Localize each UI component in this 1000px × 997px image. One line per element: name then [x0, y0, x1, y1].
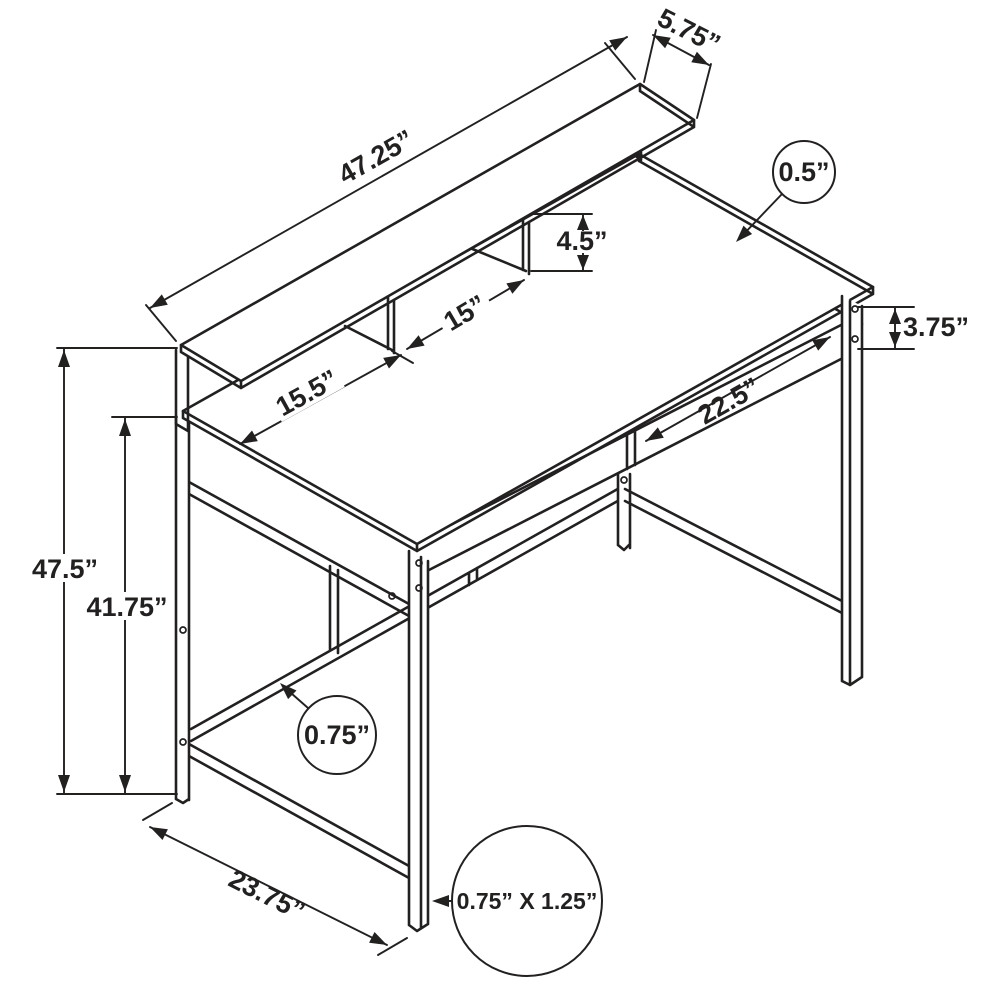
right-side-stretcher [623, 487, 844, 615]
dim-leg-size: 0.75” X 1.25” [432, 825, 603, 977]
dim-shelf-depth-label: 5.75” [653, 3, 725, 60]
dim-apron-height: 3.75” [857, 306, 969, 350]
dim-overall-height: 47.5” [28, 347, 178, 795]
dim-desk-depth-label: 23.75” [224, 863, 310, 926]
front-apron [425, 322, 845, 573]
screw-holes [179, 305, 859, 746]
dim-hutch-height: 4.5” [530, 213, 613, 272]
hutch-dividers [343, 216, 531, 355]
front-right-leg [840, 294, 864, 687]
dim-desk-depth: 23.75” [142, 802, 408, 956]
dim-overall-height-label: 47.5” [32, 554, 98, 584]
left-side-rails [187, 480, 411, 880]
front-left-leg [407, 549, 430, 933]
dim-tube-size: 0.75” [280, 683, 377, 775]
dim-apron-height-label: 3.75” [903, 312, 969, 342]
dim-tube-size-label: 0.75” [304, 720, 370, 750]
rear-left-leg [174, 414, 191, 805]
dim-top-thickness-label: 0.5” [778, 157, 829, 187]
back-stretcher [189, 484, 625, 743]
dim-leg-size-label: 0.75” X 1.25” [457, 888, 598, 914]
rear-right-leg [616, 466, 632, 552]
dim-frame-height-label: 41.75” [86, 592, 167, 622]
monitor-shelf [179, 82, 696, 390]
dim-frame-height: 41.75” [82, 416, 178, 795]
dim-top-thickness: 0.5” [736, 140, 836, 242]
dim-hutch-height-label: 4.5” [556, 226, 607, 256]
